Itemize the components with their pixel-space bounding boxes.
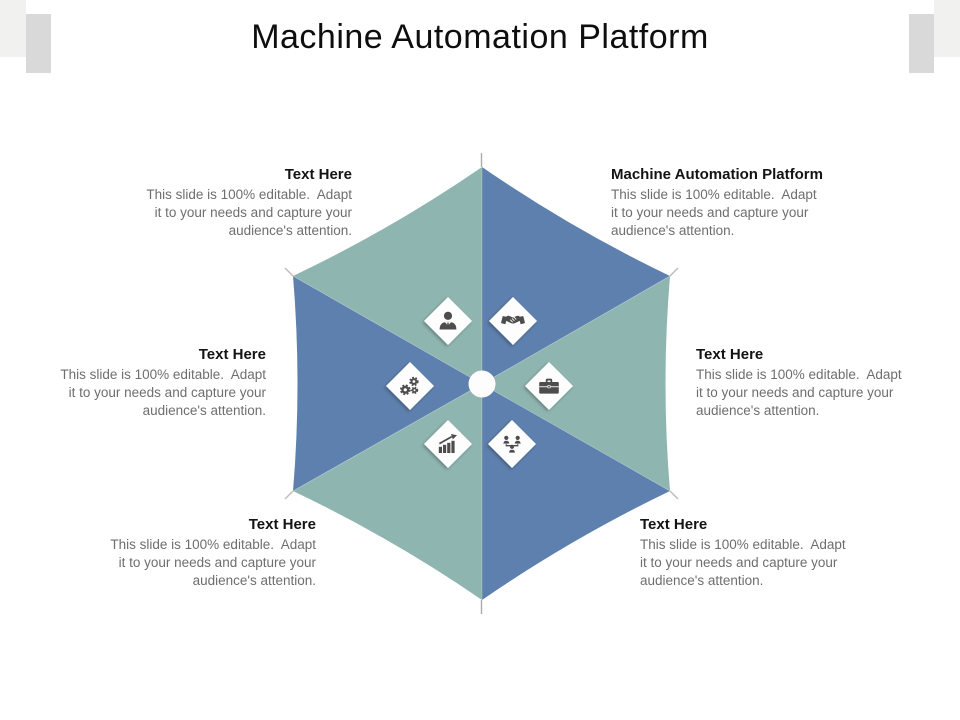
icon-diamond-gears: [385, 361, 435, 411]
hexagon-diagram: [284, 153, 679, 614]
text-block-line: it to your needs and capture your: [611, 205, 809, 220]
text-block-line: audience's attention.: [228, 223, 352, 238]
page-title: Machine Automation Platform: [251, 18, 709, 56]
icon-diamond-briefcase: [524, 361, 574, 411]
icon-diamond-growth-chart: [423, 419, 473, 469]
wedge-top-right: [482, 167, 670, 384]
hub-circle: [468, 370, 496, 398]
icon-diamond-team: [487, 419, 537, 469]
user-icon: [439, 311, 457, 330]
text-block-line: This slide is 100% editable. Adapt: [146, 187, 352, 202]
text-block-line: audience's attention.: [640, 573, 764, 588]
vertex-hairlines: [284, 153, 679, 614]
text-block-line: audience's attention.: [696, 403, 820, 418]
wedge-left: [293, 276, 482, 491]
wedge-seams: [292, 167, 671, 600]
text-block-line: This slide is 100% editable. Adapt: [696, 367, 902, 382]
icon-diamond-handshake: [488, 296, 538, 346]
text-block-title: Text Here: [248, 516, 316, 533]
text-block-line: audience's attention.: [142, 403, 266, 418]
text-block-top-right: Machine Automation Platform This slide i…: [611, 166, 849, 240]
text-block-line: it to your needs and capture your: [118, 555, 316, 570]
briefcase-icon: [539, 378, 559, 394]
text-block-title: Text Here: [284, 166, 352, 183]
icon-diamond-user: [423, 296, 473, 346]
corner-decoration-gray-left: [26, 14, 51, 73]
text-block-middle-right: Text Here This slide is 100% editable. A…: [696, 346, 934, 420]
text-block-line: it to your needs and capture your: [68, 385, 266, 400]
handshake-icon: [501, 315, 525, 325]
corner-decoration-light-right: [934, 0, 960, 57]
text-block-line: This slide is 100% editable. Adapt: [60, 367, 266, 382]
text-block-title: Text Here: [198, 346, 266, 363]
text-block-line: audience's attention.: [611, 223, 735, 238]
text-block-line: audience's attention.: [192, 573, 316, 588]
text-block-bottom-right: Text Here This slide is 100% editable. A…: [640, 516, 878, 590]
text-block-line: This slide is 100% editable. Adapt: [611, 187, 817, 202]
wedge-right: [482, 276, 670, 491]
text-block-title: Text Here: [640, 516, 708, 533]
text-block-bottom-left: Text Here This slide is 100% editable. A…: [78, 516, 316, 590]
corner-decoration-gray-right: [909, 14, 934, 73]
text-block-middle-left: Text Here This slide is 100% editable. A…: [28, 346, 266, 420]
text-block-top-left: Text Here This slide is 100% editable. A…: [114, 166, 352, 240]
text-block-line: it to your needs and capture your: [696, 385, 894, 400]
text-block-line: it to your needs and capture your: [640, 555, 838, 570]
corner-decoration-light-left: [0, 0, 26, 57]
text-block-title: Text Here: [696, 346, 764, 363]
growth-chart-icon: [438, 434, 457, 453]
team-icon: [503, 435, 521, 453]
text-block-line: it to your needs and capture your: [154, 205, 352, 220]
text-block-title: Machine Automation Platform: [611, 166, 823, 183]
text-block-line: This slide is 100% editable. Adapt: [640, 537, 846, 552]
text-block-line: This slide is 100% editable. Adapt: [110, 537, 316, 552]
